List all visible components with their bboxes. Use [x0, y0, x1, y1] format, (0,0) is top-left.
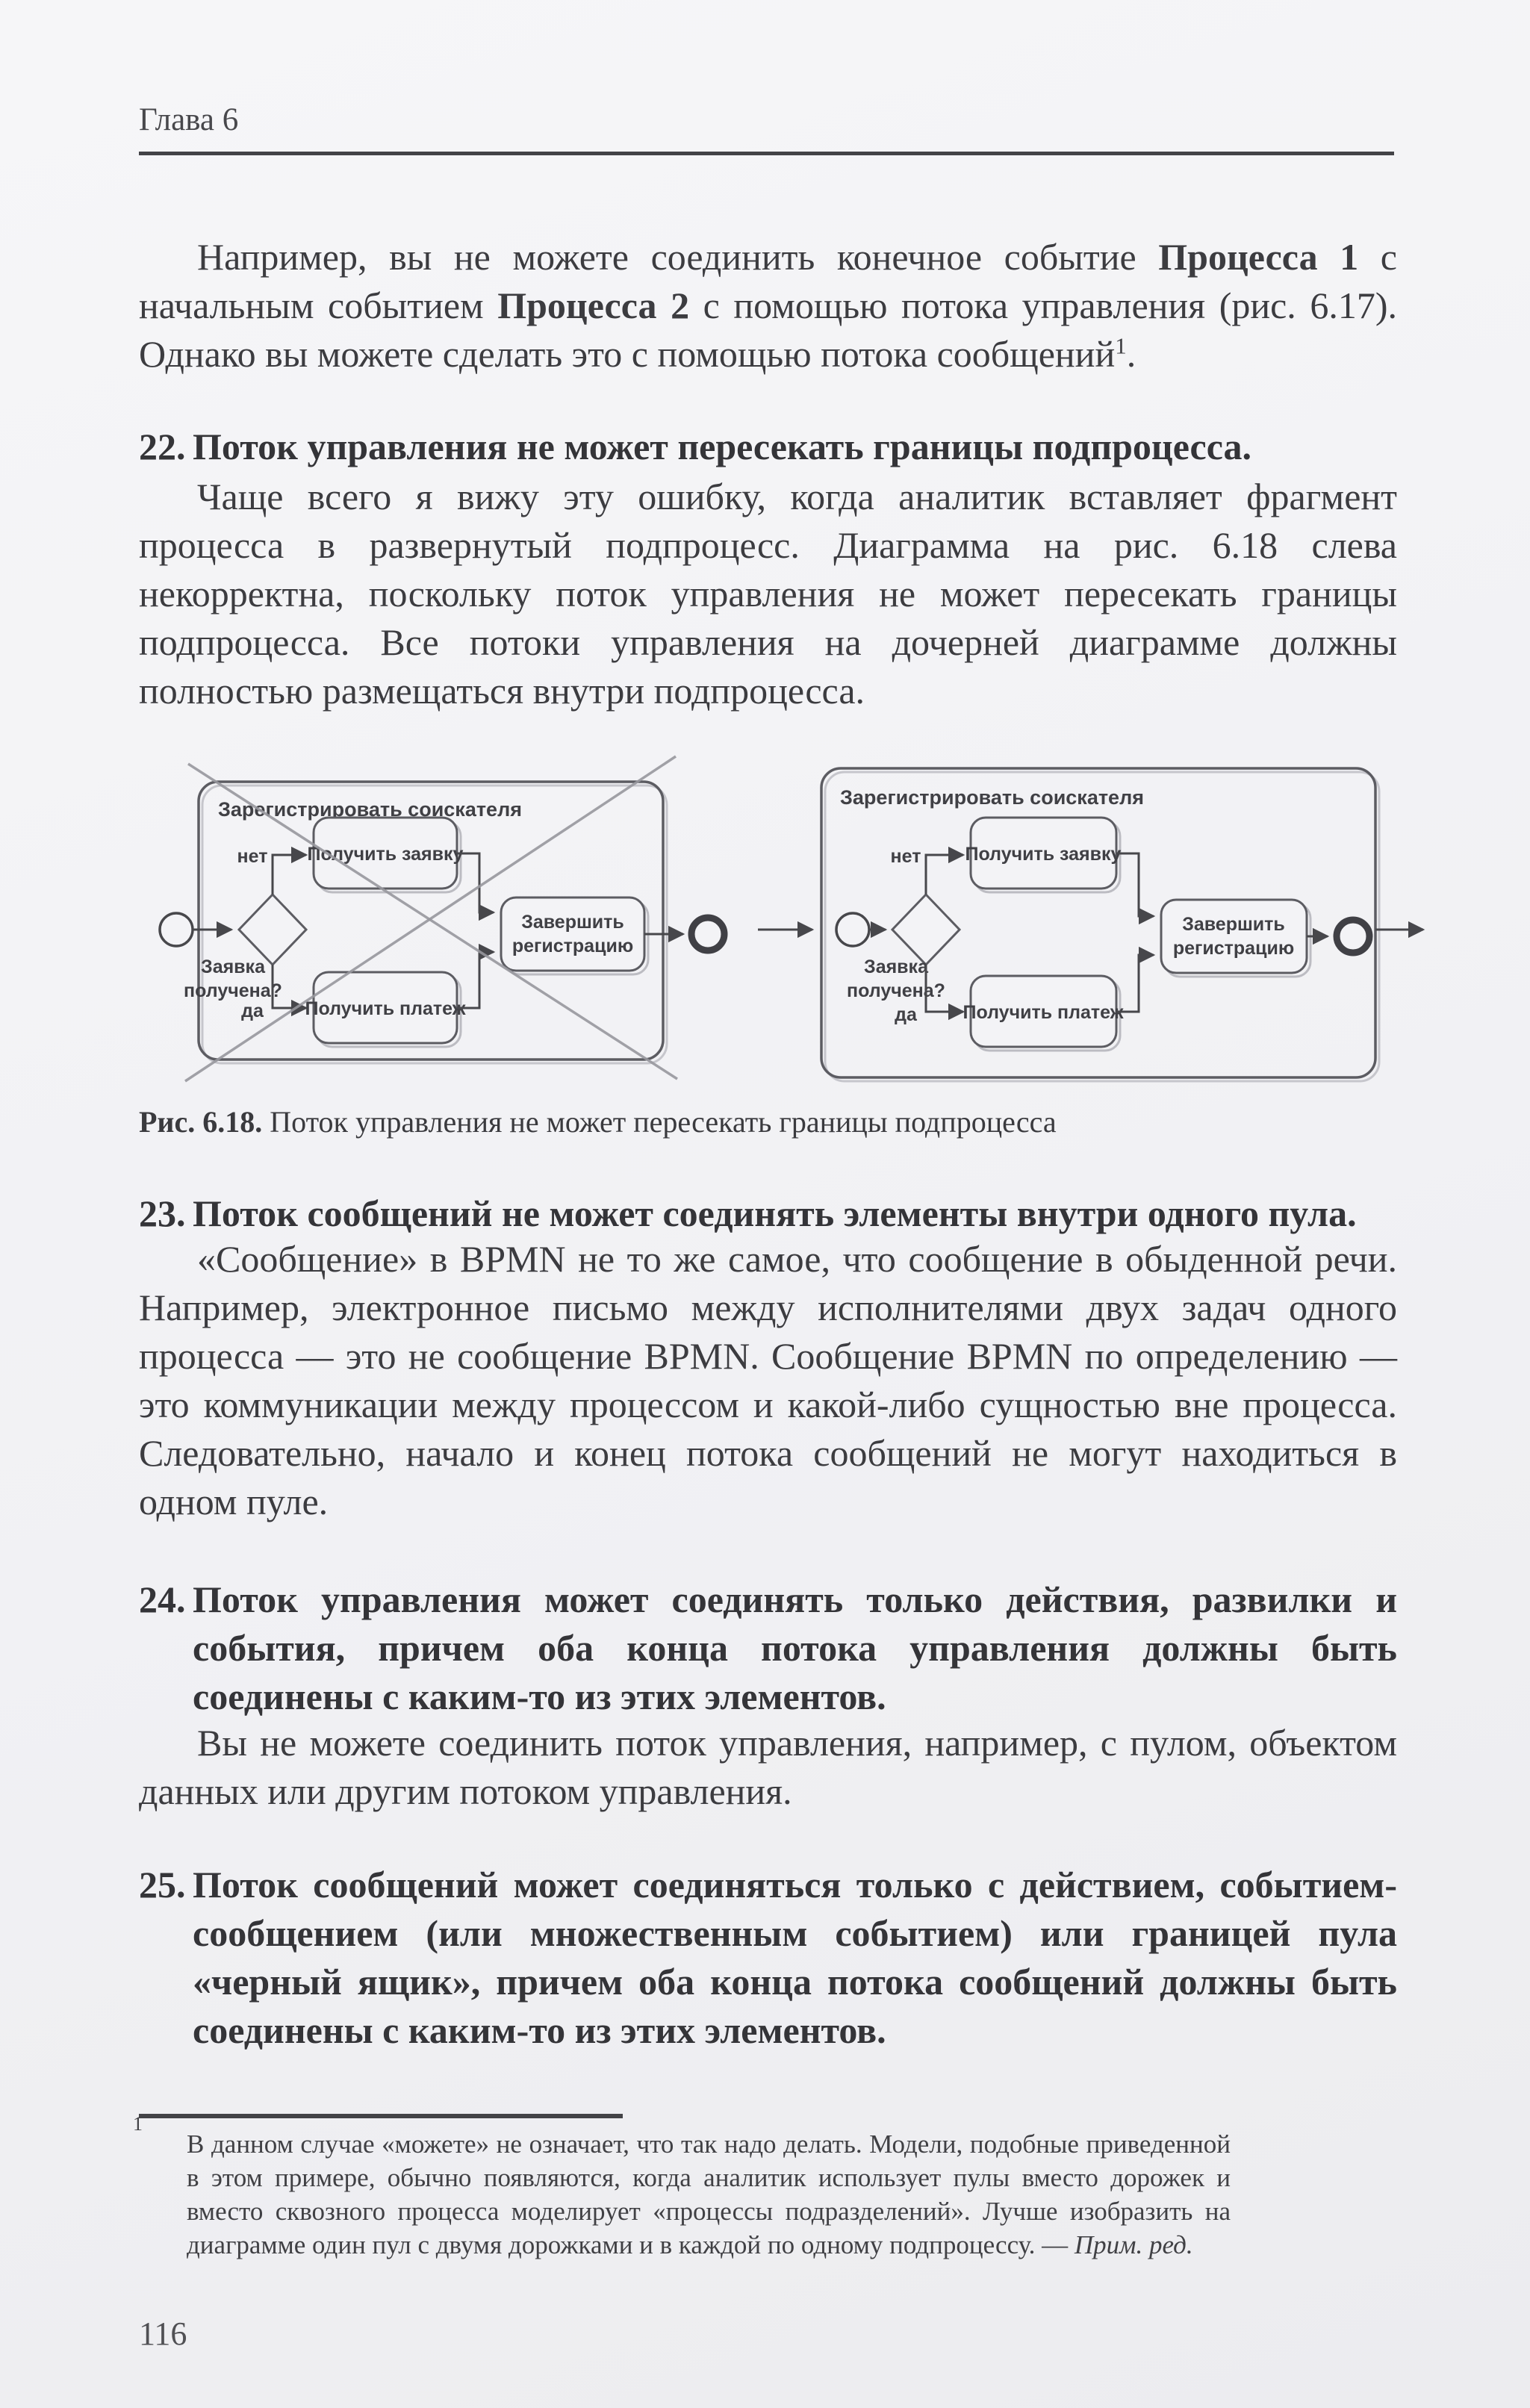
intro-text: с начальным событием	[139, 236, 1397, 326]
task-finish-registration	[500, 896, 646, 972]
rule-25-heading: 25.Поток сообщений может соединяться тол…	[139, 1861, 1397, 2055]
task-finish-registration	[1160, 898, 1308, 974]
start-event-icon	[158, 912, 194, 948]
sequence-flow-yes	[924, 965, 965, 1021]
sequence-flow	[457, 943, 496, 1009]
task-label: регистрацию	[512, 936, 633, 956]
footnote-separator	[139, 2114, 623, 2118]
task-label: Получить платеж	[305, 998, 466, 1019]
end-event-icon	[1333, 916, 1373, 956]
label-no: нет	[891, 846, 921, 867]
rule-number: 22.	[139, 426, 186, 467]
bpmn-diagram-svg: Зарегистрировать соискателя Заявка получ…	[158, 755, 1425, 1083]
sequence-flow	[457, 852, 496, 921]
rule-22-body: Чаще всего я вижу эту ошибку, когда анал…	[139, 476, 1397, 712]
header-divider	[139, 152, 1394, 155]
label-yes: да	[895, 1004, 918, 1025]
intro-text: Например, вы не можете соединить конечно…	[197, 236, 1159, 278]
footnote-text: В данном случае «можете» не означает, чт…	[187, 2129, 1231, 2259]
gateway-icon	[890, 892, 962, 967]
invalid-cross-icon	[187, 762, 678, 1080]
invalid-cross-icon	[184, 755, 677, 1083]
gateway-question: получена?	[847, 980, 945, 1001]
subprocess-box	[820, 767, 1377, 1079]
rule-number: 23.	[139, 1192, 186, 1234]
label-no: нет	[237, 846, 268, 867]
gateway-question: Заявка	[201, 956, 266, 977]
rule-24-body: Вы не можете соединить поток управления,…	[139, 1722, 1397, 1812]
rule-title: Поток управления может соединять только …	[193, 1578, 1397, 1717]
subprocess-label: Зарегистрировать соискателя	[840, 786, 1144, 809]
figure-caption-label: Рис. 6.18.	[139, 1105, 263, 1139]
task-label: Завершить	[1182, 914, 1285, 935]
bpmn-diagram-valid: Зарегистрировать соискателя Заявка получ…	[820, 767, 1425, 1083]
task-label: Завершить	[521, 912, 624, 933]
chapter-header: Глава 6	[139, 102, 239, 137]
intro-text: .	[1126, 333, 1136, 375]
rule-22-heading: 22.Поток управления не может пересекать …	[139, 423, 1397, 471]
gateway-question: Заявка	[864, 956, 929, 977]
intro-text: с помощью потока управления (рис. 6.17).…	[139, 284, 1397, 375]
figure-caption-text: Поток управления не может пересекать гра…	[262, 1105, 1057, 1139]
gateway-question: получена?	[184, 980, 282, 1001]
rule-title: Поток управления не может пересекать гра…	[193, 426, 1252, 467]
rule-23-body: «Сообщение» в BPMN не то же самое, что с…	[139, 1238, 1397, 1522]
task-label: Получить заявку	[308, 844, 464, 865]
figure-caption: Рис. 6.18. Поток управления не может пер…	[139, 1104, 1397, 1141]
subprocess-shadow	[201, 784, 668, 1065]
footnote-signature: Прим. ред.	[1074, 2230, 1193, 2259]
task-label: регистрацию	[1173, 938, 1294, 959]
intro-paragraph: Например, вы не можете соединить конечно…	[139, 233, 1397, 379]
rule-number: 25.	[139, 1864, 186, 1905]
figure-6-18: Зарегистрировать соискателя Заявка получ…	[149, 743, 1434, 1105]
end-event-icon	[688, 914, 728, 954]
task-label: Получить заявку	[965, 844, 1122, 865]
label-yes: да	[241, 1001, 264, 1021]
rule-24-heading: 24.Поток управления может соединять толь…	[139, 1575, 1397, 1721]
process-1-ref: Процесса 1	[1158, 236, 1359, 278]
subprocess-box	[197, 780, 665, 1061]
footnote-reference: 1	[1115, 332, 1127, 359]
sequence-flow-no	[924, 846, 965, 895]
sequence-flow	[1116, 946, 1156, 1013]
rule-title: Поток сообщений не может соединять элеме…	[193, 1192, 1357, 1234]
process-2-ref: Процесса 2	[497, 284, 690, 326]
rule-number: 24.	[139, 1578, 186, 1620]
page-number: 116	[139, 2315, 187, 2352]
rule-23-heading: 23.Поток сообщений не может соединять эл…	[139, 1189, 1397, 1238]
sequence-flow	[1116, 852, 1156, 925]
start-event-icon	[835, 912, 871, 948]
bpmn-diagram-invalid: Зарегистрировать соискателя Заявка получ…	[158, 755, 728, 1083]
subprocess-shadow	[824, 771, 1381, 1083]
gateway-icon	[237, 892, 308, 967]
rule-title: Поток сообщений может соединяться только…	[193, 1864, 1397, 2051]
task-label: Получить платеж	[963, 1002, 1124, 1023]
sequence-flow-no	[271, 846, 308, 895]
